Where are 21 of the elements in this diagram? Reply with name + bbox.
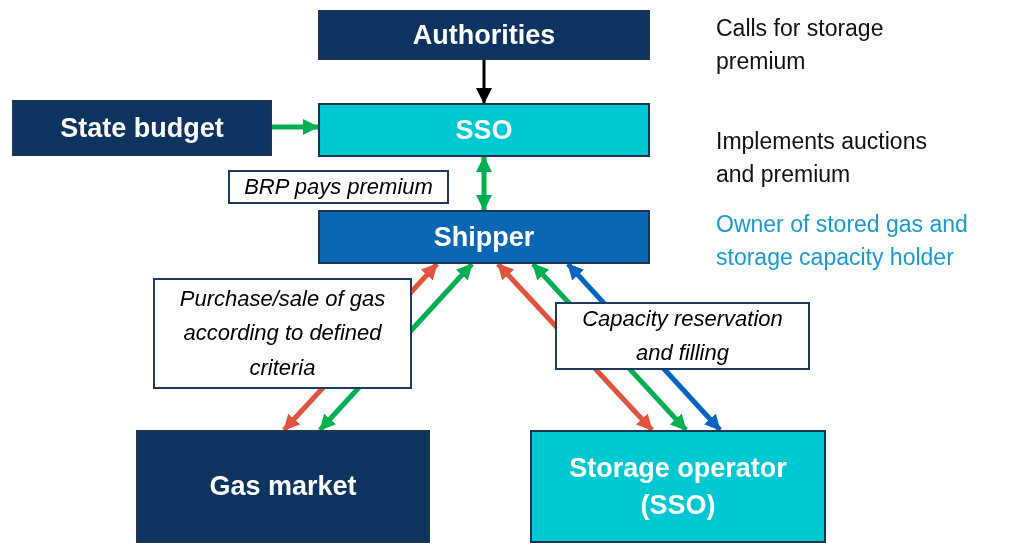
edge-label: BRP pays premium [228, 170, 449, 204]
box-title: Authorities [412, 18, 556, 52]
side-note: Calls for storage premium [716, 14, 885, 77]
box-title: Storage operator (SSO) [568, 452, 788, 522]
arrow [272, 119, 319, 135]
arrow [476, 156, 492, 211]
box-title: SSO [455, 113, 513, 147]
side-note: Implements auctions and premium [716, 127, 928, 190]
side-note: Owner of stored gas and storage capacity holder [716, 210, 969, 273]
box-title: State budget [60, 111, 224, 145]
process-box [318, 103, 650, 157]
process-box [530, 430, 826, 543]
box-title: Gas market [209, 470, 357, 504]
process-box [318, 210, 650, 264]
edge-label: Capacity reservation and filling [555, 302, 810, 370]
process-box [12, 100, 272, 156]
process-box [318, 10, 650, 60]
process-box [136, 430, 430, 543]
arrow [476, 60, 492, 104]
edge-label: Purchase/sale of gas according to defined criteria [153, 278, 412, 389]
box-title: Shipper [433, 220, 535, 254]
